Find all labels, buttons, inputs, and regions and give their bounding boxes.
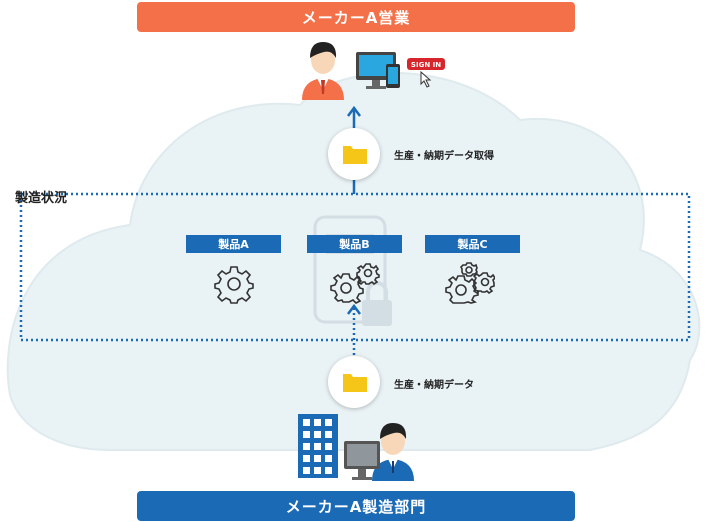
monitor-icon [356,52,400,89]
gears-icon [330,263,380,304]
gear-icon [214,266,254,304]
sign-in-text: SIGN IN [411,61,441,69]
sales-banner: メーカーA営業 [137,2,575,32]
lower-flow-label: 生産・納期データ [394,380,474,391]
factory-worker-icon [344,423,414,481]
upper-flow-label: 生産・納期データ取得 [394,151,494,162]
salesperson-icon [302,42,344,100]
product-b-label: 製品B [307,235,402,253]
sign-in-button-icon: SIGN IN [407,58,445,88]
folder-icon [343,146,367,164]
section-label-production-status: 製造状況 [15,191,68,206]
lower-flow-arrow [347,303,361,360]
manufacturing-banner: メーカーA製造部門 [137,491,575,521]
gears-icon [445,262,495,304]
folder-icon [343,374,367,392]
office-building-icon [298,414,338,478]
product-a-label: 製品A [186,235,281,253]
product-c-label: 製品C [425,235,520,253]
